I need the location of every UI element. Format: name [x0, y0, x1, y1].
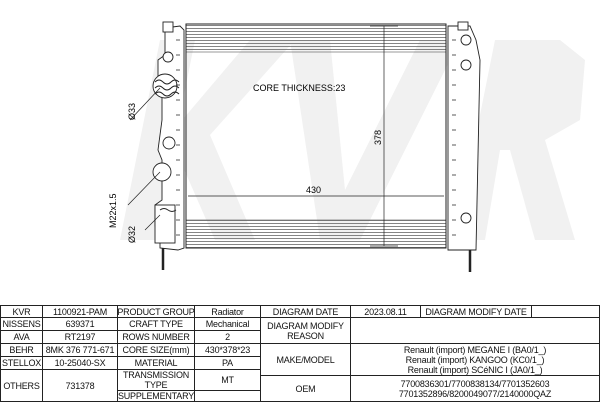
width-dimension: 430: [306, 185, 321, 195]
height-dimension: 378: [373, 130, 383, 145]
modify-reason-label: DIAGRAM MODIFY REASON: [260, 317, 351, 344]
prop-label: SUPPLEMENTARY: [117, 390, 195, 402]
oem-line: 7700836301/7700838134/7701352603: [400, 378, 550, 389]
prop-value: [194, 390, 261, 402]
ref-brand: AVA: [0, 330, 43, 344]
prop-label: TRANSMISSION TYPE: [117, 369, 195, 391]
make-model-item: Renault (import) SCéNIC I (JA0/1_): [407, 364, 543, 375]
right-tank: [447, 21, 481, 272]
ref-brand: STELLOX: [0, 356, 43, 370]
prop-label: ROWS NUMBER: [117, 330, 195, 344]
watermark-logo: [120, 40, 585, 240]
thread-size: M22x1.5: [108, 193, 118, 228]
ref-value: 731378: [42, 369, 118, 402]
make-model-list: Renault (import) MEGANE I (BA0/1_) Renau…: [350, 343, 600, 376]
modify-reason: [350, 317, 600, 344]
prop-label: CRAFT TYPE: [117, 317, 195, 331]
prop-value: 2: [194, 330, 261, 344]
ref-value: RT2197: [42, 330, 118, 344]
prop-value: 430*378*23: [194, 343, 261, 357]
make-model-item: Renault (import) MEGANE I (BA0/1_): [403, 344, 547, 355]
outlet-diameter: Ø32: [127, 226, 137, 243]
ref-brand: OTHERS: [0, 369, 43, 402]
left-tank: [152, 21, 185, 270]
make-model-item: Renault (import) KANGOO (KC0/1_): [405, 354, 545, 365]
ref-brand: BEHR: [0, 343, 43, 357]
inlet-diameter: Ø33: [127, 103, 137, 120]
oem-label: OEM: [260, 375, 351, 402]
core-thickness-label: CORE THICKNESS:23: [253, 83, 345, 93]
ref-value: 639371: [42, 317, 118, 331]
header-teeth: [176, 39, 456, 236]
prop-value: MT: [194, 369, 261, 391]
ref-brand: NISSENS: [0, 317, 43, 331]
make-model-label: MAKE/MODEL: [260, 343, 351, 376]
dimension-lines: [127, 25, 444, 247]
prop-value: PA: [194, 356, 261, 370]
prop-value: Mechanical: [194, 317, 261, 331]
ref-value: 10-25040-SX: [42, 356, 118, 370]
ref-value: 8MK 376 771-671: [42, 343, 118, 357]
oem-list: 7700836301/7700838134/7701352603 7701352…: [350, 375, 600, 402]
oem-line: 7701352896/8200049077/2140000QAZ: [398, 388, 552, 399]
core-outline: [185, 23, 447, 249]
radiator-drawing: CORE THICKNESS:23 430 378 Ø33 M22x1.5 Ø3…: [108, 21, 585, 272]
core-fins: [185, 23, 447, 249]
prop-label: CORE SIZE(mm): [117, 343, 195, 357]
prop-label: MATERIAL: [117, 356, 195, 370]
